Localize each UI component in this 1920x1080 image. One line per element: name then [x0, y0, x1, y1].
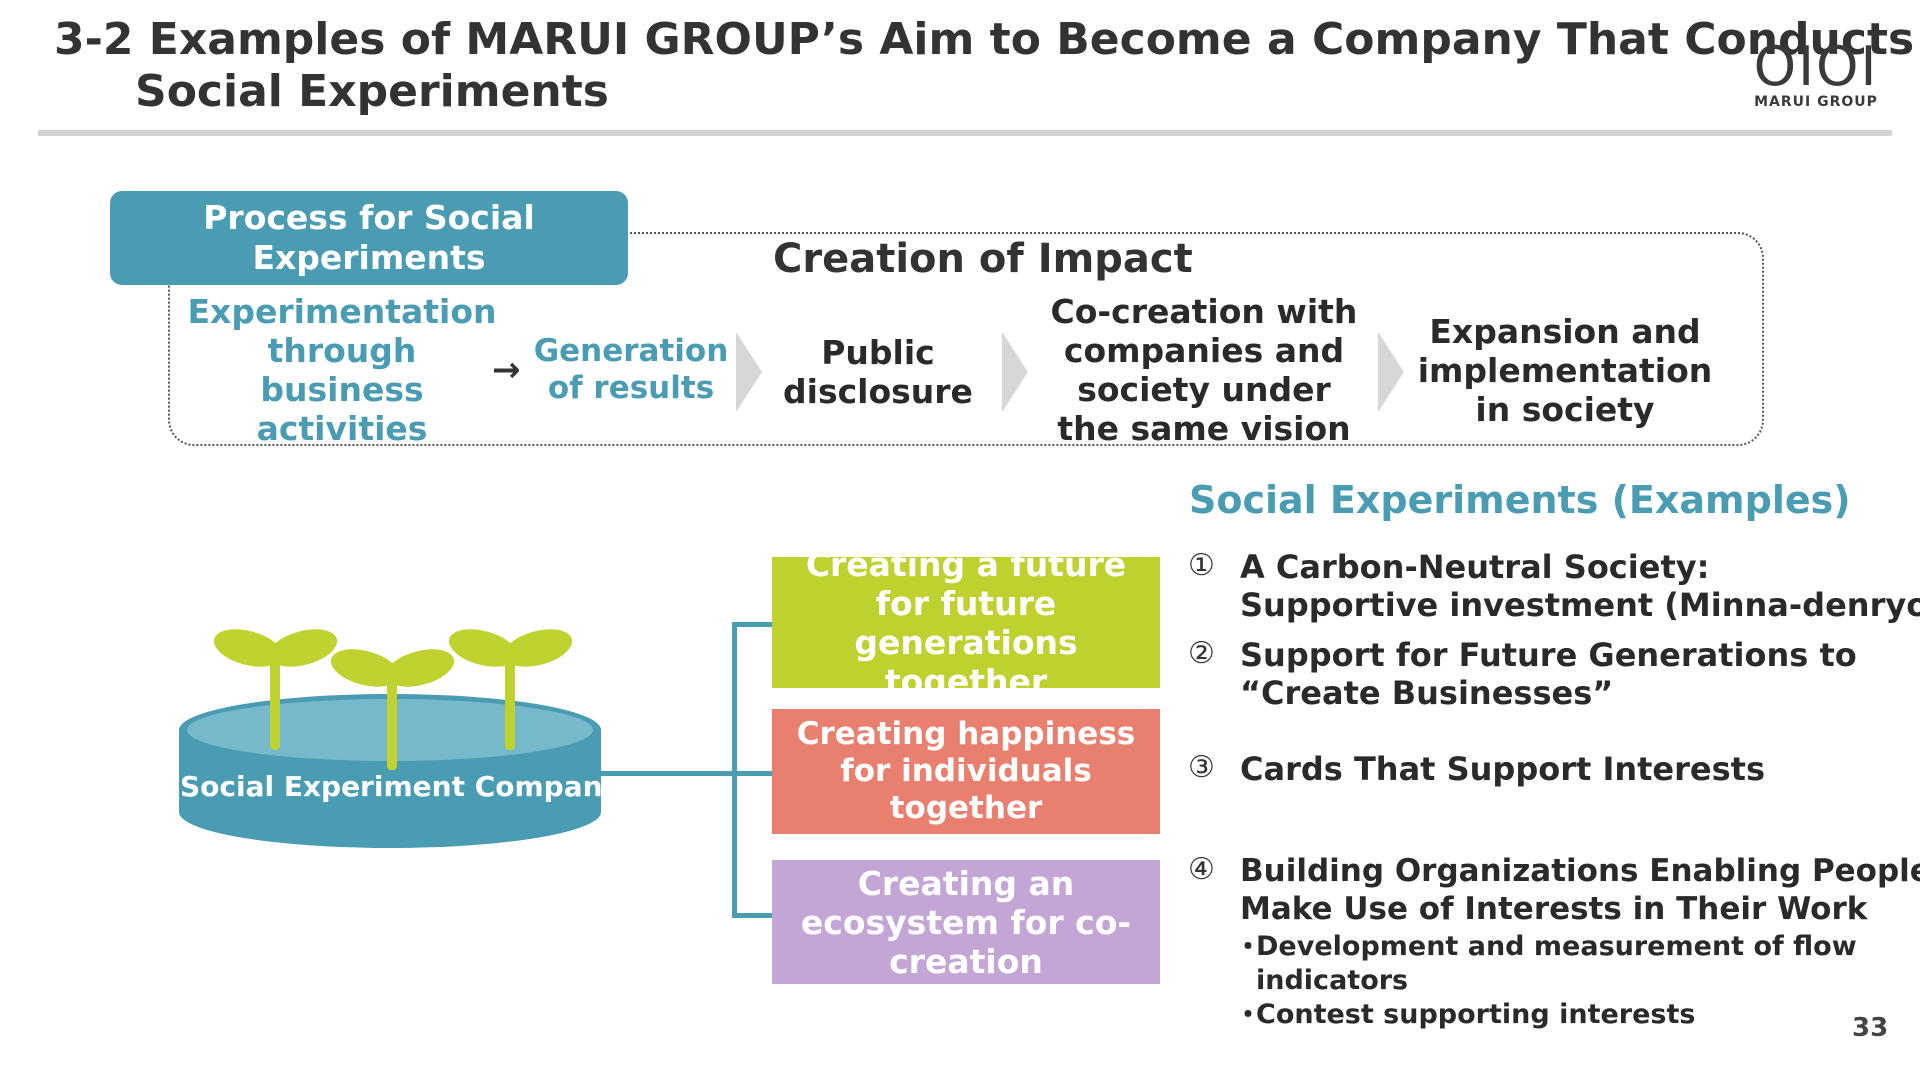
company-logo: OIOI MARUI GROUP: [1746, 35, 1886, 111]
example-3-line1: Cards That Support Interests: [1240, 750, 1765, 788]
page-number: 33: [1852, 1013, 1889, 1043]
example-4-line1: Building Organizations Enabling People t…: [1240, 853, 1920, 889]
example-2-line2: “Create Businesses”: [1240, 674, 1614, 712]
company-label: Social Experiment Company: [180, 770, 621, 803]
chevron-right-icon: [736, 332, 762, 412]
value-box-future-generations: Creating a future for future generations…: [772, 545, 1160, 701]
sub-bullet-2: Contest supporting interests: [1256, 999, 1696, 1030]
logo-text: MARUI GROUP: [1754, 94, 1878, 110]
example-1-line1: A Carbon-Neutral Society:: [1240, 548, 1710, 586]
header-divider: [38, 130, 1892, 136]
process-step-disclosure: Public disclosure: [783, 333, 973, 411]
sprout-icon: [330, 649, 455, 770]
example-1-line2: Supportive investment (Minna-denryoku): [1240, 586, 1920, 624]
process-tab-label: Process for Social Experiments: [110, 191, 628, 285]
chevron-right-icon: [1378, 332, 1404, 412]
example-4-line2: Make Use of Interests in Their Work: [1240, 891, 1868, 927]
page-title: 3-2 Examples of MARUI GROUP’s Aim to Bec…: [54, 14, 1915, 65]
sprout-icon: [213, 629, 338, 750]
process-step-expansion: Expansion and implementation in society: [1417, 311, 1713, 429]
chevron-right-icon: [1002, 332, 1028, 412]
number-4-icon: ④: [1188, 852, 1215, 887]
bullet-icon: ・: [1234, 930, 1263, 963]
logo-mark: OIOI: [1753, 35, 1879, 98]
sprout-icon: [448, 629, 573, 750]
bullet-icon: ・: [1234, 998, 1263, 1031]
process-tab-text: Process for Social Experiments: [203, 198, 535, 277]
sprout-illustration: [179, 629, 601, 848]
bracket-branch-3: [732, 913, 772, 918]
process-frame: [168, 232, 1764, 446]
process-step-cocreation: Co-creation with companies and society u…: [1050, 292, 1358, 448]
value-box-ecosystem: Creating an ecosystem for co-creation: [772, 860, 1160, 984]
arrow-icon: →: [492, 350, 521, 390]
example-2-line1: Support for Future Generations to: [1240, 636, 1857, 674]
bracket-branch-1: [732, 622, 772, 627]
process-step-results: Generation of results: [533, 333, 729, 406]
value-text: Creating happiness for individuals toget…: [796, 716, 1136, 826]
value-text: Creating a future for future generations…: [805, 544, 1127, 701]
number-2-icon: ②: [1188, 636, 1215, 671]
impact-heading: Creation of Impact: [773, 236, 1193, 282]
sub-bullet-1-line2: indicators: [1256, 965, 1409, 996]
bracket-branch-2: [732, 771, 772, 776]
sub-bullet-1-line1: Development and measurement of flow: [1256, 931, 1857, 962]
examples-heading: Social Experiments (Examples): [1189, 478, 1851, 522]
process-step-experimentation: Experimentation through business activit…: [187, 292, 497, 448]
connector-line: [600, 771, 735, 776]
bracket-line: [732, 622, 737, 918]
number-3-icon: ③: [1188, 750, 1215, 785]
page-title-continued: Social Experiments: [135, 66, 609, 117]
value-box-happiness: Creating happiness for individuals toget…: [772, 709, 1160, 834]
value-text: Creating an ecosystem for co-creation: [800, 863, 1132, 981]
number-1-icon: ①: [1188, 548, 1215, 583]
